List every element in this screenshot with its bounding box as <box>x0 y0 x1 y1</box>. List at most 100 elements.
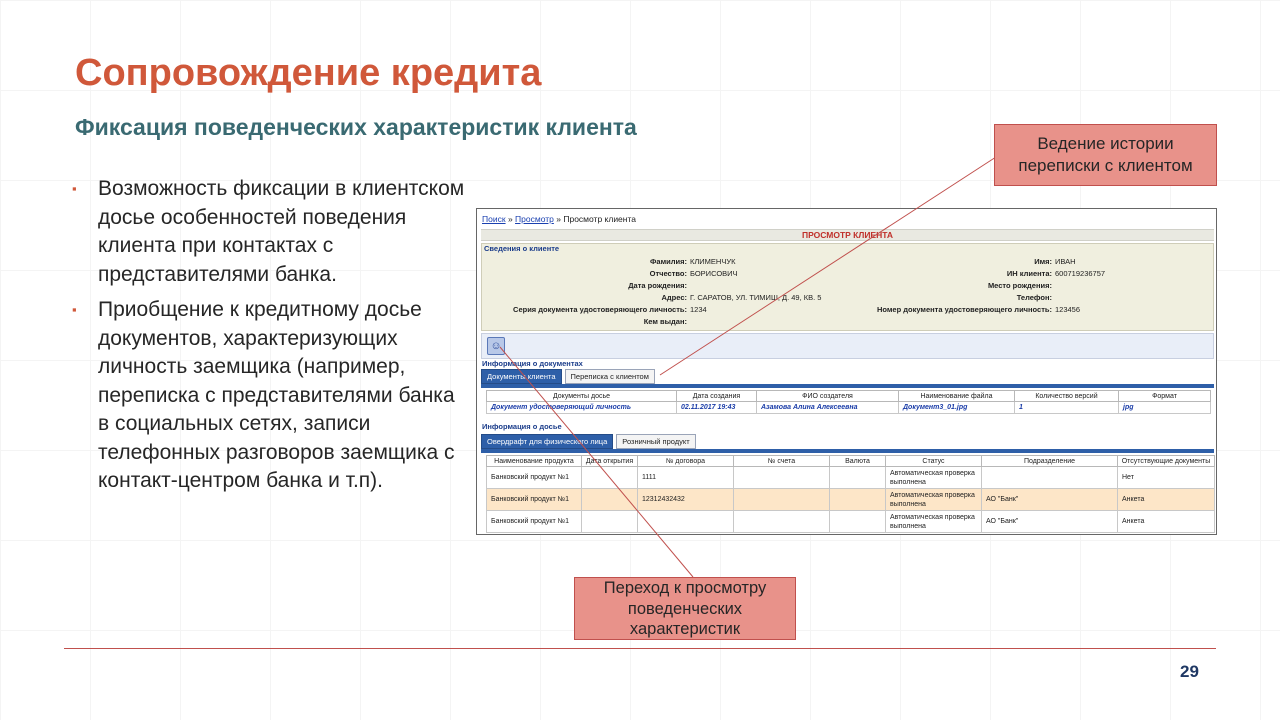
behavior-view-icon[interactable]: ☺ <box>487 337 505 355</box>
column-header[interactable]: Формат <box>1118 390 1211 402</box>
table-cell <box>733 488 830 511</box>
callout-behavior: Переход к просмотру поведенческих характ… <box>574 577 796 640</box>
doc-series-label: Серия документа удостоверяющего личность… <box>513 305 687 314</box>
action-toolbar: ☺ <box>481 333 1214 359</box>
slide-subtitle: Фиксация поведенческих характеристик кли… <box>75 114 637 140</box>
column-header[interactable]: Документы досье <box>486 390 677 402</box>
breadcrumb-view-link[interactable]: Просмотр <box>515 214 554 224</box>
column-header[interactable]: Количество версий <box>1014 390 1119 402</box>
issued-by-label: Кем выдан: <box>643 317 687 326</box>
surname-value: КЛИМЕНЧУК <box>690 257 736 266</box>
client-section-label: Сведения о клиенте <box>484 244 560 253</box>
documents-table: Документы досье Дата создания ФИО создат… <box>486 390 1211 414</box>
breadcrumb-separator: » <box>556 214 561 224</box>
table-cell: Анкета <box>1117 488 1215 511</box>
bullet-text: Приобщение к кредитному досье документов… <box>98 298 455 492</box>
table-cell <box>733 510 830 533</box>
breadcrumb: Поиск » Просмотр » Просмотр клиента <box>482 214 636 224</box>
tab-overdraft[interactable]: Овердрафт для физического лица <box>481 434 614 449</box>
column-header[interactable]: Дата открытия <box>581 455 638 467</box>
table-cell <box>581 510 638 533</box>
view-title: ПРОСМОТР КЛИЕНТА <box>481 229 1214 241</box>
bullet-marker-icon: ▪ <box>72 181 77 196</box>
table-row[interactable]: Банковский продукт №1 1111 Автоматическа… <box>486 466 1215 489</box>
bullet-item: ▪ Возможность фиксации в клиентском дось… <box>72 175 467 289</box>
table-cell <box>829 466 886 489</box>
column-header[interactable]: Наименование файла <box>898 390 1015 402</box>
table-cell: Азамова Алина Алексеевна <box>756 401 899 414</box>
column-header[interactable]: № договора <box>637 455 734 467</box>
table-cell <box>829 510 886 533</box>
table-row[interactable]: Документ удостоверяющий личность 02.11.2… <box>486 401 1211 414</box>
birthplace-label: Место рождения: <box>987 281 1052 290</box>
table-cell: Анкета <box>1117 510 1215 533</box>
table-cell <box>581 488 638 511</box>
table-row[interactable]: Банковский продукт №1 Автоматическая про… <box>486 510 1215 533</box>
table-cell: 1 <box>1014 401 1119 414</box>
bullet-item: ▪ Приобщение к кредитному досье документ… <box>72 296 467 496</box>
doc-series-value: 1234 <box>690 305 707 314</box>
column-header[interactable]: ФИО создателя <box>756 390 899 402</box>
client-info-panel: Сведения о клиенте Фамилия: КЛИМЕНЧУК Им… <box>481 243 1214 331</box>
documents-tab-bar <box>481 384 1214 388</box>
column-header[interactable]: Дата создания <box>676 390 757 402</box>
table-cell[interactable]: Документ3_01.jpg <box>898 401 1015 414</box>
column-header[interactable]: Подразделение <box>981 455 1118 467</box>
dossier-tab-bar <box>481 449 1214 453</box>
documents-tabs: Документы клиента Переписка с клиентом <box>481 369 655 384</box>
table-cell: Банковский продукт №1 <box>486 488 582 511</box>
breadcrumb-separator: » <box>507 214 513 224</box>
footer-divider <box>64 648 1216 649</box>
name-value: ИВАН <box>1055 257 1076 266</box>
table-cell: jpg <box>1118 401 1211 414</box>
column-header[interactable]: Статус <box>885 455 982 467</box>
bullet-marker-icon: ▪ <box>72 302 77 317</box>
dossier-tabs: Овердрафт для физического лица Розничный… <box>481 434 696 449</box>
column-header[interactable]: № счета <box>733 455 830 467</box>
table-cell: АО "Банк" <box>981 488 1118 511</box>
doc-number-value: 123456 <box>1055 305 1081 314</box>
dossier-section-label: Информация о досье <box>482 422 562 431</box>
column-header[interactable]: Отсутствующие документы <box>1117 455 1215 467</box>
table-cell: Нет <box>1117 466 1215 489</box>
table-cell <box>981 466 1118 489</box>
bullet-list: ▪ Возможность фиксации в клиентском дось… <box>72 175 467 503</box>
table-cell: Банковский продукт №1 <box>486 466 582 489</box>
patronymic-value: БОРИСОВИЧ <box>690 269 738 278</box>
callout-correspondence: Ведение истории переписки с клиентом <box>994 124 1217 186</box>
breadcrumb-search-link[interactable]: Поиск <box>482 214 506 224</box>
bullet-text: Возможность фиксации в клиентском досье … <box>98 177 465 286</box>
phone-label: Телефон: <box>1016 293 1052 302</box>
inn-value: 600719236757 <box>1055 269 1106 278</box>
address-value: Г. САРАТОВ, УЛ. ТИМИШ, Д. 49, КВ. 5 <box>690 293 822 302</box>
tab-client-documents[interactable]: Документы клиента <box>481 369 562 384</box>
table-cell: Банковский продукт №1 <box>486 510 582 533</box>
breadcrumb-current: Просмотр клиента <box>563 214 637 224</box>
table-cell: 12312432432 <box>637 488 734 511</box>
column-header[interactable]: Валюта <box>829 455 886 467</box>
table-cell: Автоматическая проверка выполнена <box>885 488 982 511</box>
table-row[interactable]: Банковский продукт №1 12312432432 Автома… <box>486 488 1215 511</box>
table-cell: Автоматическая проверка выполнена <box>885 466 982 489</box>
address-label: Адрес: <box>661 293 688 302</box>
client-view-screenshot: Поиск » Просмотр » Просмотр клиента ПРОС… <box>476 208 1217 535</box>
documents-section-label: Информация о документах <box>482 359 583 368</box>
doc-number-label: Номер документа удостоверяющего личность… <box>876 305 1052 314</box>
table-cell: Автоматическая проверка выполнена <box>885 510 982 533</box>
products-table: Наименование продукта Дата открытия № до… <box>486 455 1215 533</box>
table-cell: 02.11.2017 19:43 <box>676 401 757 414</box>
table-cell <box>637 510 734 533</box>
tab-client-correspondence[interactable]: Переписка с клиентом <box>564 369 655 384</box>
patronymic-label: Отчество: <box>649 269 687 278</box>
table-cell <box>581 466 638 489</box>
column-header[interactable]: Наименование продукта <box>486 455 582 467</box>
tab-retail-product[interactable]: Розничный продукт <box>616 434 696 449</box>
slide-title: Сопровождение кредита <box>75 52 542 94</box>
table-cell <box>733 466 830 489</box>
table-cell: АО "Банк" <box>981 510 1118 533</box>
birthdate-label: Дата рождения: <box>628 281 687 290</box>
table-cell <box>829 488 886 511</box>
table-cell: 1111 <box>637 466 734 489</box>
name-label: Имя: <box>1034 257 1052 266</box>
table-cell[interactable]: Документ удостоверяющий личность <box>486 401 677 414</box>
